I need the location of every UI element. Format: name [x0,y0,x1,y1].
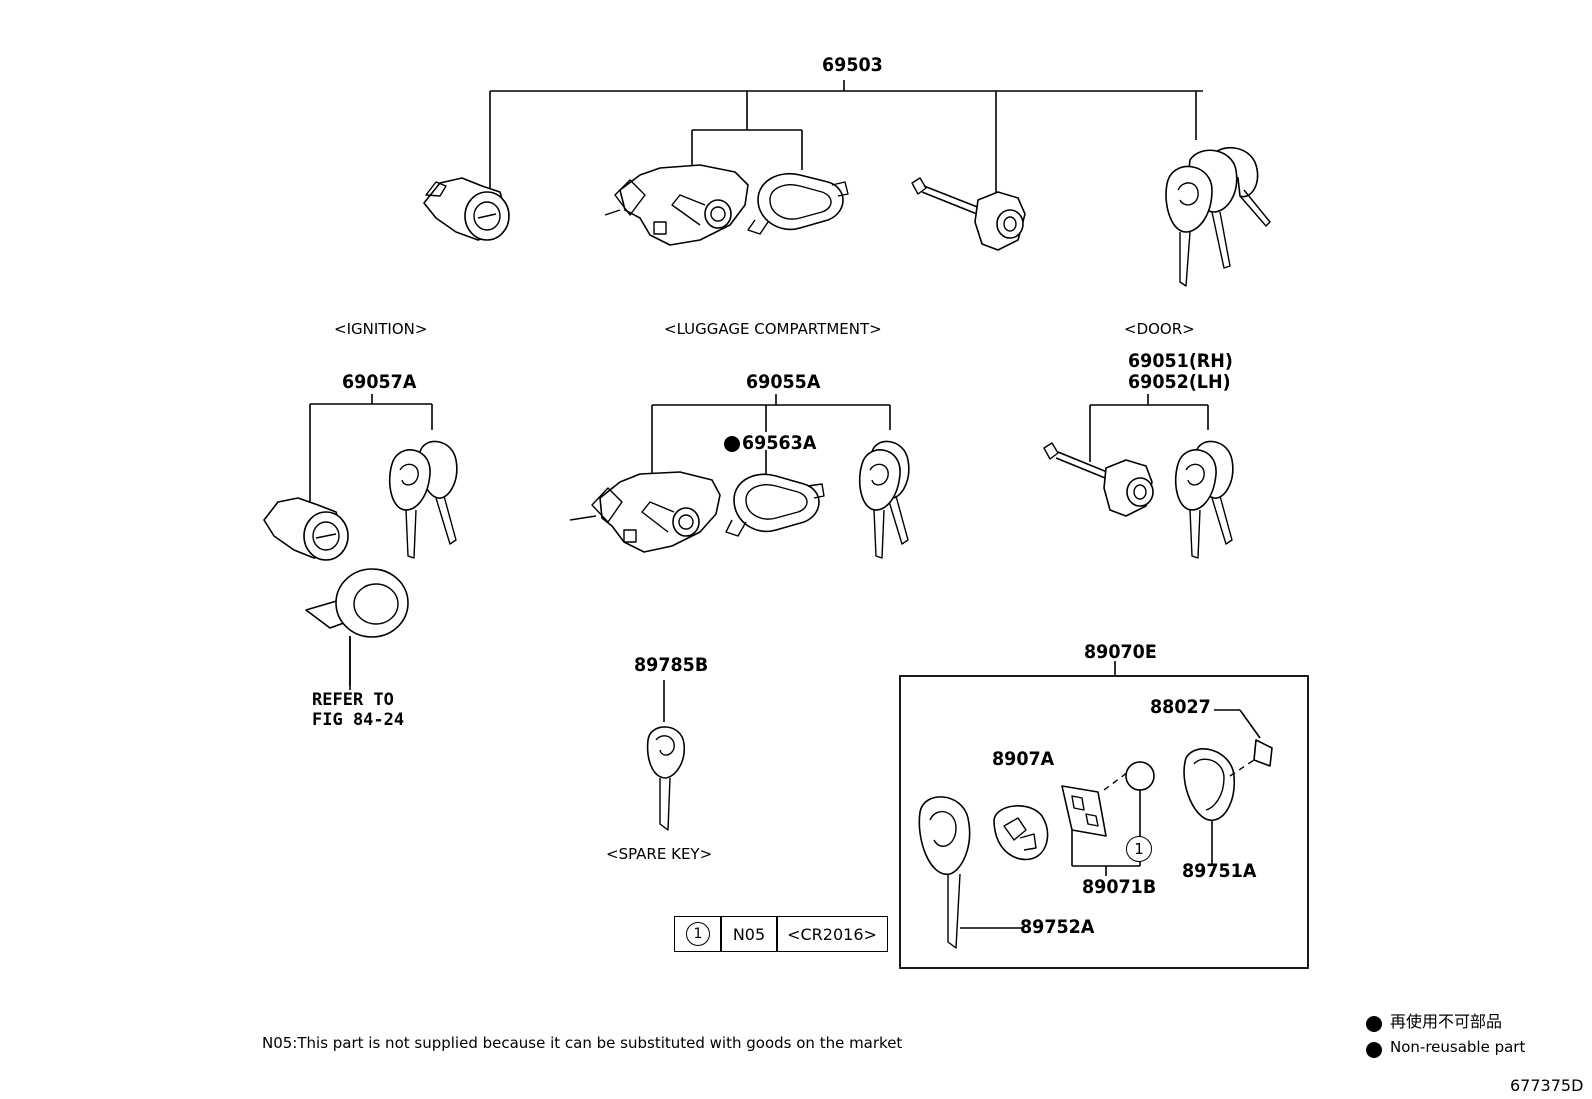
part-number-89785b[interactable]: 89785B [634,654,709,676]
ignition-cylinder-drawing [263,497,349,561]
part-number-69057a[interactable]: 69057A [342,371,417,393]
legend-cell-battery: <CR2016> [776,916,888,952]
refer-to-line1: REFER TO [312,690,394,710]
part-number-69052-lh[interactable]: 69052(LH) [1128,371,1231,393]
luggage-gasket-drawing [725,473,825,537]
board-drawing [1061,761,1155,876]
luggage-gasket-drawing-top [747,173,849,235]
assembly-69503-leader-lines [489,80,1203,198]
part-number-89070e[interactable]: 89070E [1084,641,1157,663]
legend-marker-jp [1366,1016,1382,1032]
refer-to-line2[interactable]: FIG 84-24 [312,710,405,730]
case-drawing [993,805,1049,861]
luggage-lock-drawing-top [604,164,749,246]
door-69051-leader-lines [1089,394,1209,462]
part-number-69503[interactable]: 69503 [822,54,883,76]
part-number-69563a[interactable]: 69563A [742,432,817,454]
ignition-69057a-leader-lines [309,394,433,505]
legend-nonreusable-jp: 再使用不可部品 [1390,1012,1503,1031]
luggage-lock-drawing [569,471,721,553]
legend-circle: 1 [686,922,710,946]
spare-key-drawing [646,680,686,831]
legend-nonreusable-en: Non-reusable part [1390,1038,1526,1056]
key-plate-drawing [918,796,1022,949]
door-lock-drawing-top [911,177,1026,251]
transmitter-box [899,661,1309,969]
cover-drawing [1183,709,1273,866]
battery-callout-circle: 1 [1126,836,1152,862]
door-keys-drawing [1174,440,1234,559]
part-number-89752a[interactable]: 89752A [1020,916,1095,938]
legend-code-text: N05 [732,924,766,944]
part-number-69055a[interactable]: 69055A [746,371,821,393]
note-n05: N05:This part is not supplied because it… [262,1034,903,1052]
part-number-8907a[interactable]: 8907A [992,748,1055,770]
legend-marker-en [1366,1042,1382,1058]
ignition-keys-drawing [388,440,458,559]
section-label-door: <DOOR> [1124,320,1195,338]
section-label-ignition: <IGNITION> [334,320,428,338]
section-label-luggage: <LUGGAGE COMPARTMENT> [664,320,882,338]
part-number-88027[interactable]: 88027 [1150,696,1211,718]
keys-drawing-top [1165,146,1271,287]
battery-callout-number: 1 [1134,840,1144,858]
nonreusable-marker-69563a [724,436,740,452]
part-number-69051-rh[interactable]: 69051(RH) [1128,350,1233,372]
part-number-89071b[interactable]: 89071B [1082,876,1157,898]
legend-battery-text: <CR2016> [787,924,877,944]
legend-cell-callout: 1 [674,916,722,952]
part-number-89751a[interactable]: 89751A [1182,860,1257,882]
door-lock-drawing [1043,442,1154,517]
ignition-cylinder-drawing-top [423,177,510,241]
legend-cell-code: N05 [720,916,778,952]
ignition-switch-drawing [305,568,409,686]
figure-id: 677375D [1510,1076,1584,1095]
luggage-keys-drawing [858,440,910,559]
section-label-spare-key: <SPARE KEY> [606,845,713,863]
